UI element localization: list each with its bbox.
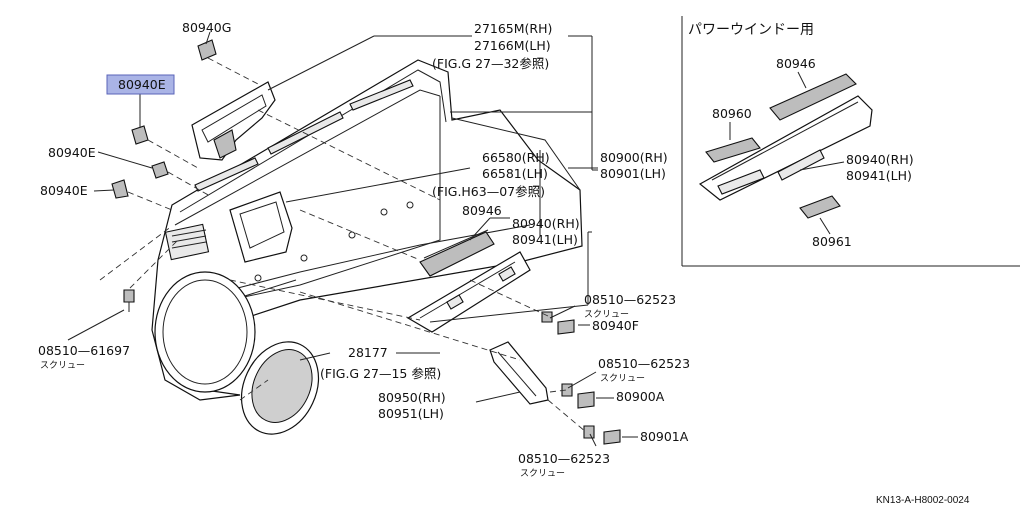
label-screw-d: スクリュー (520, 468, 565, 479)
label-fig-g2715: (FIG.G 27—15 参照) (320, 366, 441, 381)
screw-08510-61697 (123, 289, 135, 312)
label-80950: 80950(RH) (378, 390, 446, 405)
inset-armrest-base (698, 95, 873, 201)
label-fig-g2732: (FIG.G 27—32参照) (432, 56, 549, 71)
label-80901: 80901(LH) (600, 166, 666, 181)
label-80946: 80946 (462, 203, 502, 218)
label-08510-62523-c: 08510—62523 (598, 356, 690, 371)
screw-08510-62523-c (583, 425, 595, 439)
inset-label-80960: 80960 (712, 106, 752, 121)
power-window-title: パワーウインドー用 (688, 22, 814, 38)
power-window-inset: パワーウインドー用 80946 80960 80940(RH) 80941(LH… (681, 16, 1020, 267)
label-08510-61697: 08510—61697 (38, 343, 130, 358)
label-80940-rh: 80940(RH) (512, 216, 580, 231)
label-80940F: 80940F (592, 318, 639, 333)
label-27165M: 27165M(RH) (474, 21, 552, 36)
inset-switch-80960 (705, 137, 761, 163)
cap-80900A (577, 391, 595, 409)
label-08510-62523-d: 08510—62523 (518, 451, 610, 466)
label-66580: 66580(RH) (482, 150, 550, 165)
inset-label-80940-rh: 80940(RH) (846, 152, 914, 167)
part-labels: 80940G 80940E 80940E 80940E 27165M(RH) 2… (38, 20, 690, 479)
label-80940E-highlighted: 80940E (118, 77, 166, 92)
label-80900: 80900(RH) (600, 150, 668, 165)
clip-80940E-top (131, 125, 149, 145)
label-27166M: 27166M(LH) (474, 38, 551, 53)
label-80941-lh: 80941(LH) (512, 232, 578, 247)
inset-label-80961: 80961 (812, 234, 852, 249)
label-fig-h6307: (FIG.H63—07参照) (432, 184, 545, 199)
label-66581: 66581(LH) (482, 166, 548, 181)
label-screw-c: スクリュー (600, 373, 645, 384)
clip-80940E-mid (151, 161, 169, 179)
pull-handle-80950 (489, 341, 549, 405)
label-80940E-b: 80940E (40, 183, 88, 198)
inset-armrest-pad (769, 73, 857, 121)
label-80900A: 80900A (616, 389, 665, 404)
label-screw-a: スクリュー (584, 309, 629, 320)
label-80940E-a: 80940E (48, 145, 96, 160)
door-trim-panel (151, 59, 583, 401)
label-28177: 28177 (348, 345, 388, 360)
clip-80940E-low (111, 179, 129, 199)
label-screw-b: スクリュー (40, 360, 85, 371)
label-80940G: 80940G (182, 20, 231, 35)
inset-label-80946: 80946 (776, 56, 816, 71)
speaker-grille-28177 (240, 341, 320, 435)
highlighted-part-box (106, 74, 175, 95)
label-80901A: 80901A (640, 429, 689, 444)
label-80951: 80951(LH) (378, 406, 444, 421)
inset-label-80941-lh: 80941(LH) (846, 168, 912, 183)
inset-switch-80961 (799, 195, 841, 219)
cap-80901A (603, 429, 621, 445)
leader-lines (67, 31, 638, 447)
assembly-dashed-lines (99, 57, 587, 433)
armrest-pad-80946 (419, 229, 495, 277)
cap-80940F (557, 319, 575, 335)
pull-handle-bracket (191, 81, 276, 161)
clip-80940G (197, 39, 217, 61)
armrest-base-80940 (406, 251, 531, 333)
footer-code: KN13-A-H8002-0024 (876, 495, 970, 506)
label-08510-62523-a: 08510—62523 (584, 292, 676, 307)
